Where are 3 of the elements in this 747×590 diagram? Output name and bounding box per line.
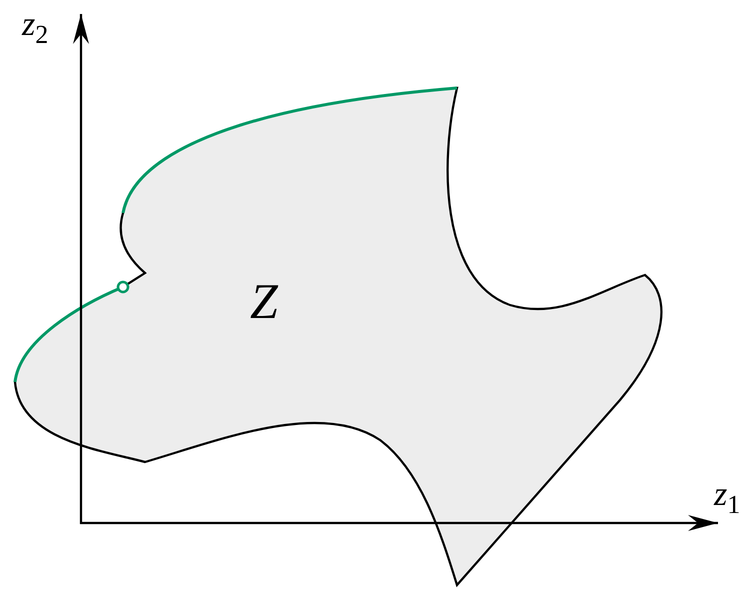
axis-label: z$_{2}$ <box>22 8 48 48</box>
axis-label: z$_{1}$ <box>714 478 740 518</box>
region-label: Z <box>250 276 278 326</box>
